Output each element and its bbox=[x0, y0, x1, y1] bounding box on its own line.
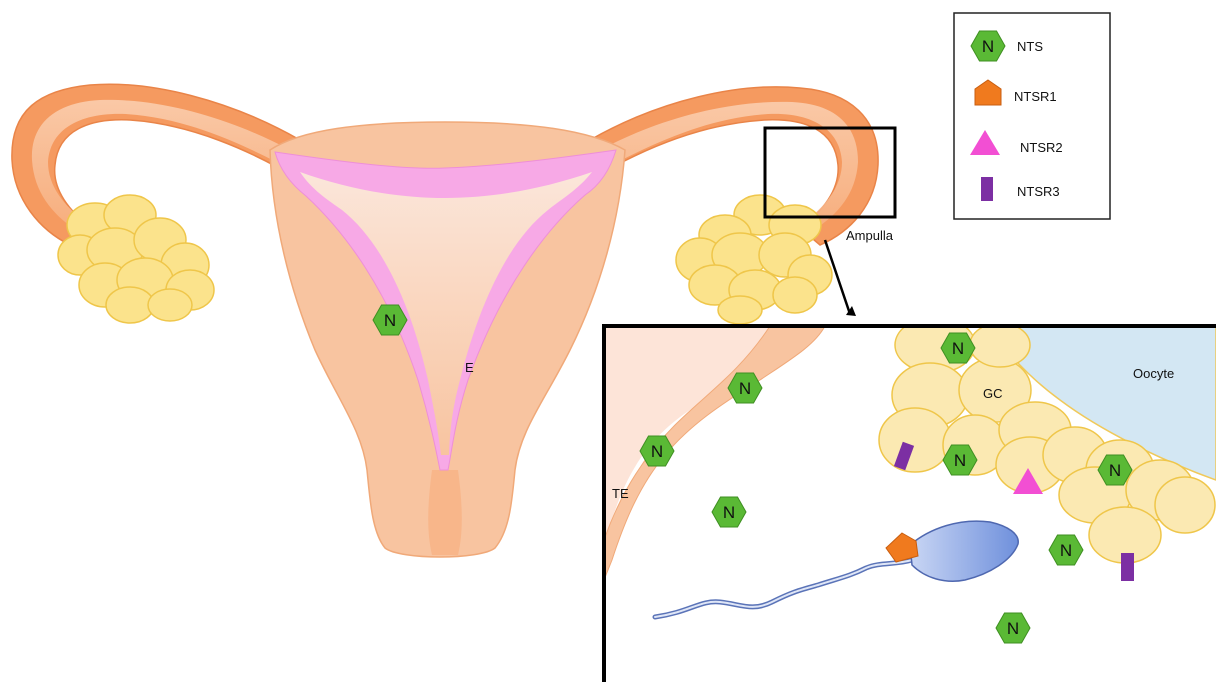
svg-text:N: N bbox=[982, 37, 994, 56]
svg-text:N: N bbox=[723, 503, 735, 522]
legend-label-ntsr1: NTSR1 bbox=[1014, 89, 1057, 104]
ampulla-inset: N N N N N N N N TE GC Oocyte bbox=[604, 317, 1216, 682]
ntsr3-receptor-2 bbox=[1121, 553, 1134, 581]
svg-text:N: N bbox=[954, 451, 966, 470]
svg-text:N: N bbox=[952, 339, 964, 358]
tubal-epithelium-label: TE bbox=[612, 486, 629, 501]
svg-text:N: N bbox=[739, 379, 751, 398]
purple-bar-icon bbox=[981, 177, 993, 201]
granulosa-cells-label: GC bbox=[983, 386, 1003, 401]
ampulla-label: Ampulla bbox=[846, 228, 894, 243]
left-ovary bbox=[58, 195, 214, 323]
svg-text:N: N bbox=[651, 442, 663, 461]
legend: N NTS NTSR1 NTSR2 NTSR3 bbox=[954, 13, 1110, 219]
svg-text:N: N bbox=[1109, 461, 1121, 480]
right-ovary bbox=[676, 195, 832, 324]
legend-label-ntsr3: NTSR3 bbox=[1017, 184, 1060, 199]
svg-text:N: N bbox=[1007, 619, 1019, 638]
nts-marker-label: N bbox=[384, 311, 396, 330]
svg-text:N: N bbox=[1060, 541, 1072, 560]
endometrium-label: E bbox=[465, 360, 474, 375]
oocyte-label: Oocyte bbox=[1133, 366, 1174, 381]
legend-label-ntsr2: NTSR2 bbox=[1020, 140, 1063, 155]
legend-label-nts: NTS bbox=[1017, 39, 1043, 54]
